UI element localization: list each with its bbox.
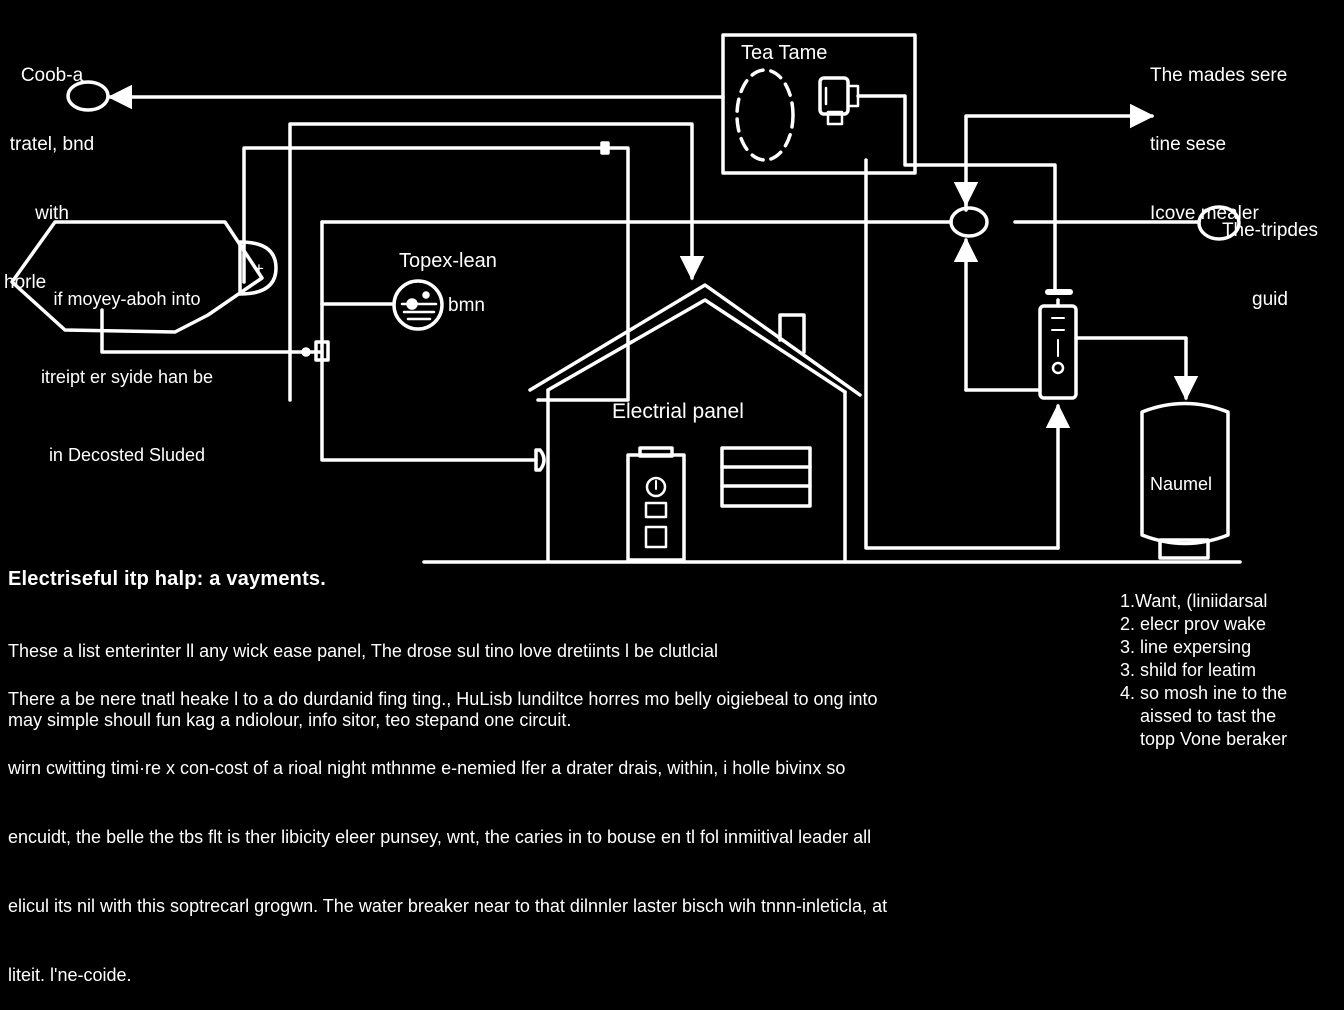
wire-meter-tank	[1074, 336, 1199, 401]
top-right-label: The mades sere tine sese Icove mealer	[1150, 65, 1288, 224]
tea-box-label: Tea Tame	[741, 42, 828, 64]
dashed-oval-icon	[735, 68, 795, 162]
description-paragraph-2: There a be nere tnatl heake l to a do du…	[8, 689, 888, 985]
junction-terminal	[949, 206, 989, 238]
top-left-terminal	[66, 80, 110, 112]
house	[528, 283, 862, 562]
list-item: 2. elecr prov wake	[1120, 614, 1267, 634]
tank-label: Naumel	[1150, 474, 1213, 494]
tea-tame-box	[721, 33, 917, 175]
top-left-label: Coob-a tratel, bnd with horle	[4, 65, 95, 293]
meter-device	[1038, 289, 1078, 400]
wiring-diagram	[10, 33, 1242, 564]
outlet-icon	[818, 76, 860, 126]
left-bubble	[10, 220, 264, 334]
list-item: topp Vone beraker	[1120, 729, 1288, 749]
wire-left-upper	[242, 146, 630, 402]
wire-outlet-junction	[856, 94, 1057, 292]
description-paragraph-1: These a list enterinter ll any wick ease…	[8, 641, 719, 730]
right-mid-terminal	[1197, 205, 1241, 241]
connector-upper	[600, 141, 610, 155]
plug-end	[534, 448, 546, 472]
tank	[1140, 401, 1230, 560]
node-left	[301, 347, 311, 357]
house-label: Electrial panel	[612, 400, 744, 423]
list-item: 1.Want, (liniidarsal	[1120, 591, 1268, 611]
plus-sign: +	[254, 259, 264, 278]
description-heading: Electriseful itp halp: a vayments.	[8, 568, 327, 590]
wire-arrow-to-roof	[288, 122, 705, 402]
bubble-plug	[238, 240, 278, 296]
numbered-list: 1.Want, (liniidarsal 2. elecr prov wake …	[1120, 590, 1340, 751]
wire-bottom-loop	[864, 158, 1060, 550]
list-item: aissed to tast the	[1120, 706, 1277, 726]
list-item: 4. so mosh ine to the	[1120, 683, 1288, 703]
left-bubble-text: if moyey-aboh into itreipt er syide han …	[40, 289, 214, 465]
connector-lower	[314, 340, 330, 362]
gauge-icon	[392, 279, 444, 331]
wire-left-lower	[320, 220, 538, 462]
right-mid-label: The-tripdes guid	[1221, 220, 1319, 310]
list-item: 3. line expersing	[1120, 637, 1252, 657]
list-item: 3. shild for leatim	[1120, 660, 1257, 680]
topex-label: Topex-lean	[399, 250, 497, 272]
wire-to-top-right	[964, 103, 1155, 212]
wire-bubble-down	[100, 308, 324, 354]
bmn-label: bmn	[448, 295, 485, 316]
